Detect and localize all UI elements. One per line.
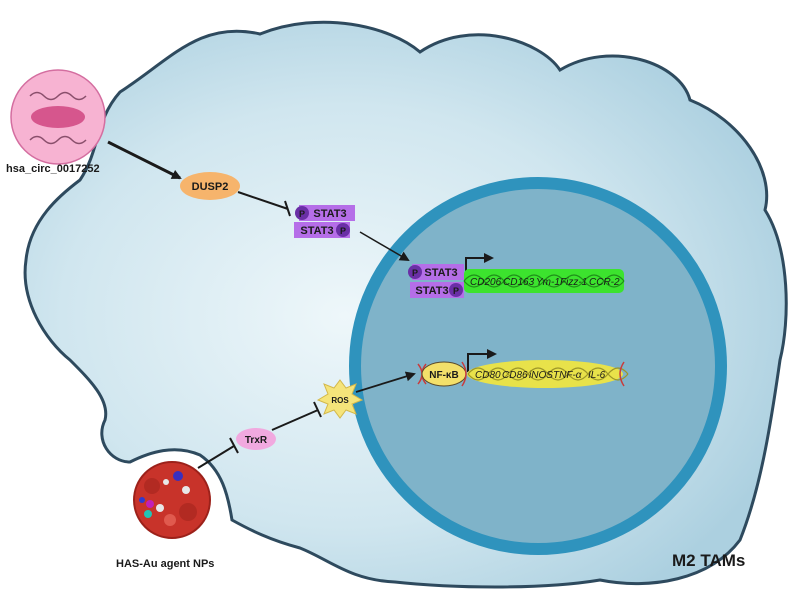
m1-gene-label: IL-6 [588,370,606,381]
stat3-label: STAT3 [300,225,333,237]
m2-gene-label: CCR-2 [589,277,620,288]
dusp2-node [180,172,240,200]
cell-type-label: M2 TAMs [672,551,745,570]
inhibit-np-trxr [197,445,235,469]
phospho-label: P [412,268,418,278]
arrow-circ-to-dusp2 [107,140,182,180]
m1-gene-label: iNOS [529,370,553,381]
ros-label: ROS [331,396,349,405]
m1-gene-label: TNF-α [553,370,582,381]
circ-rna-label: hsa_circ_0017252 [6,163,100,175]
stat3-label: STAT3 [424,267,457,279]
transcription-arrow-m2 [465,253,494,274]
transcription-arrow-m1 [467,349,497,372]
stat3-dimer-nucleus: P STAT3 STAT3 P [408,264,464,298]
dusp2-label: DUSP2 [192,181,229,193]
inhibit-dusp2-stat3 [237,191,289,210]
arrow-stat3-to-nucleus [359,231,410,262]
m1-gene-label: CD86 [502,370,528,381]
nfkb-label: NF-κB [429,370,458,381]
inhibit-trxr-ros [271,409,319,431]
inhibit-bar-dusp2 [284,200,291,217]
trxr-label: TrxR [245,435,268,446]
inhibit-bar-np [229,437,239,454]
stat3-dimer-cytoplasm: P STAT3 STAT3 P [294,205,355,238]
m1-gene-helix: CD80 CD86 iNOS TNF-α IL-6 [461,360,629,388]
nanoparticle-label: HAS-Au agent NPs [116,558,214,570]
trxr-node [236,428,276,450]
has-au-nanoparticle [133,461,211,539]
phospho-label: P [299,209,305,219]
m2-gene-label: Ym-1 [536,277,560,288]
m1-gene-label: CD80 [475,370,501,381]
m2-gene-label: CD163 [503,277,535,288]
m2-gene-label: Fizz-1 [560,277,587,288]
stat3-label: STAT3 [415,285,448,297]
circ-rna-organelle [10,69,106,165]
ros-burst [316,379,364,419]
m2-gene-label: CD206 [470,277,502,288]
phospho-label: P [453,286,459,296]
stat3-label: STAT3 [313,208,346,220]
m2-gene-helix: CD206 CD163 Ym-1 Fizz-1 CCR-2 [463,269,625,293]
phospho-label: P [340,226,346,236]
inhibit-bar-trxr [313,401,322,418]
arrow-ros-to-nfkb [355,371,416,393]
